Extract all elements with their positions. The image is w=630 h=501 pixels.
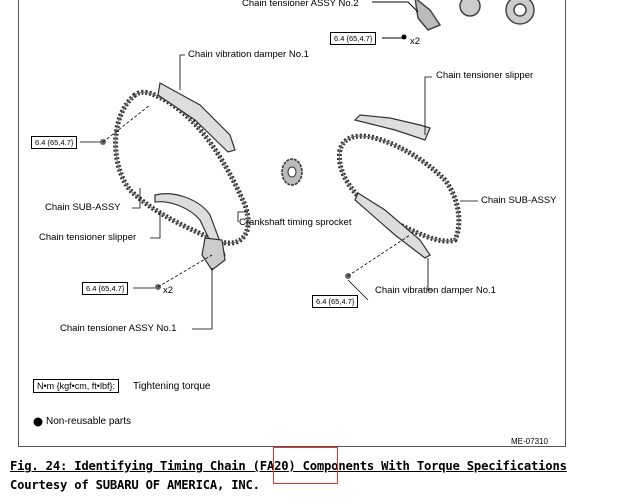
- bullet-icon: [33, 417, 43, 427]
- quantity-lower-left: x2: [163, 285, 174, 296]
- highlight-box: [273, 447, 338, 484]
- leader-lines: [80, 54, 478, 330]
- label-tensioner-assy-no1: Chain tensioner ASSY No.1: [60, 323, 177, 334]
- label-vibration-damper-right: Chain vibration damper No.1: [375, 285, 496, 296]
- label-chain-sub-assy-right: Chain SUB-ASSY: [481, 195, 557, 206]
- legend-unit-box: N•m {kgf•cm, ft•lbf}:: [33, 379, 119, 393]
- legend-unit-desc: Tightening torque: [133, 381, 211, 392]
- crankshaft-sprocket-art: [281, 158, 303, 186]
- right-damper-art: [354, 192, 431, 259]
- figure-courtesy: Courtesy of SUBARU OF AMERICA, INC.: [10, 478, 260, 492]
- label-crankshaft-sprocket: Crankshaft timing sprocket: [239, 217, 352, 228]
- diagram-frame: [18, 0, 566, 447]
- left-damper-art: [157, 82, 236, 153]
- quantity-top: x2: [410, 36, 421, 47]
- left-chain-art: [113, 89, 251, 246]
- label-tensioner-assy-no2: Chain tensioner ASSY No.2: [242, 0, 359, 9]
- torque-spec-left: 6.4 {65,4.7}: [31, 136, 78, 149]
- torque-spec-lower-left: 6.4 {65,4.7}: [82, 282, 129, 295]
- torque-spec-lower-right: 6.4 {65,4.7}: [312, 295, 359, 308]
- label-tensioner-slipper-right: Chain tensioner slipper: [436, 70, 534, 81]
- figure-id: ME-07310: [511, 437, 548, 446]
- figure-caption: Fig. 24: Identifying Timing Chain (FA20)…: [10, 459, 567, 473]
- label-chain-sub-assy-left: Chain SUB-ASSY: [45, 202, 121, 213]
- label-vibration-damper-left: Chain vibration damper No.1: [188, 49, 309, 60]
- torque-spec-top: 6.4 {65,4.7}: [330, 32, 377, 45]
- tensioner-assy-no1-art: [201, 237, 226, 271]
- tensioner-assy-no2-art: [414, 0, 535, 31]
- legend-non-reusable: Non-reusable parts: [46, 416, 132, 427]
- label-tensioner-slipper-left: Chain tensioner slipper: [39, 232, 137, 243]
